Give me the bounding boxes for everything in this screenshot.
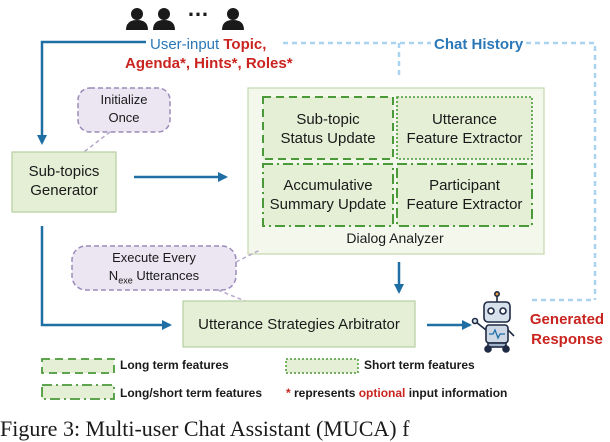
arbitrator-label: Utterance Strategies Arbitrator	[198, 316, 400, 333]
users-ellipsis: …	[187, 0, 209, 21]
user-icon	[126, 8, 148, 30]
subtopics-generator-label: Sub-topics Generator	[12, 162, 116, 200]
participant-line1: Participant	[429, 177, 500, 194]
accumulative-line1: Accumulative	[283, 177, 373, 194]
generated-line1: Generated	[529, 311, 605, 328]
execute-n: N	[108, 268, 119, 283]
legend-short-term-swatch	[285, 358, 359, 374]
optional-pre: represents	[290, 386, 359, 400]
figure-caption: Figure 3: Multi-user Chat Assistant (MUC…	[0, 416, 410, 441]
generated-line2: Response	[531, 331, 603, 348]
participant-feature-box	[396, 163, 533, 227]
optional-post: input information	[405, 386, 508, 400]
legend-long-term-swatch	[41, 358, 115, 374]
chat-history-line-top	[283, 41, 597, 300]
utterance-feature-label: Utterance Feature Extractor	[397, 110, 532, 148]
initialize-line1: Initialize	[100, 92, 148, 107]
user-input-prefix: User-input	[150, 36, 220, 53]
optional-star: *	[286, 386, 291, 400]
execute-line1: Execute Every	[112, 250, 196, 265]
optional-word: optional	[358, 386, 406, 400]
legend-short-term-label: Short term features	[364, 358, 475, 372]
initialize-once-label: Initialize Once	[78, 91, 170, 127]
execute-line2: Nexe Utterances	[72, 267, 236, 290]
generated-response-label: Generated Response	[524, 310, 610, 350]
subtopic-status-box	[262, 96, 394, 160]
subtopics-generator-box	[11, 151, 117, 213]
user-input-optional: Agenda*, Hints*, Roles*	[125, 55, 293, 72]
input-to-generator-arrow	[37, 40, 146, 145]
participant-line2: Feature Extractor	[406, 196, 523, 213]
user-icon	[153, 8, 175, 30]
user-input-label: User-input Topic,	[150, 35, 310, 54]
generator-line2: Generator	[30, 182, 98, 199]
user-input-topic: Topic,	[223, 36, 267, 53]
execute-connector-analyzer	[235, 249, 261, 263]
utterance-feature-line1: Utterance	[431, 111, 498, 128]
user-icon	[222, 8, 244, 30]
subtopic-status-label: Sub-topic Status Update	[263, 110, 393, 148]
initialize-line2: Once	[108, 110, 140, 125]
execute-every-label: Execute Every Nexe Utterances	[72, 249, 236, 290]
legend-optional-note: * represents optional input information	[286, 385, 507, 401]
initialize-once-box	[77, 87, 171, 133]
subtopic-status-line1: Sub-topic	[296, 111, 360, 128]
arbitrator-box	[182, 300, 416, 348]
participant-feature-label: Participant Feature Extractor	[397, 176, 532, 214]
dialog-analyzer-title: Dialog Analyzer	[346, 230, 444, 246]
execute-sub: exe	[118, 275, 133, 286]
legend-long-short-label: Long/short term features	[120, 386, 263, 400]
utterance-feature-box	[396, 96, 533, 160]
chat-history-label: Chat History	[431, 35, 527, 54]
robot-icon	[471, 290, 515, 353]
legend-long-term-label: Long term features	[120, 358, 229, 372]
accumulative-summary-box	[262, 163, 394, 227]
accumulative-line2: Summary Update	[269, 196, 387, 213]
subtopic-status-line2: Status Update	[280, 130, 376, 147]
utterance-feature-line2: Feature Extractor	[406, 130, 523, 147]
generator-line1: Sub-topics	[28, 163, 100, 180]
execute-rest: Utterances	[132, 268, 200, 283]
generator-to-arbitrator-arrow	[40, 226, 172, 330]
legend-long-short-swatch	[41, 384, 115, 400]
accumulative-summary-label: Accumulative Summary Update	[263, 176, 393, 214]
execute-every-box	[71, 245, 237, 291]
